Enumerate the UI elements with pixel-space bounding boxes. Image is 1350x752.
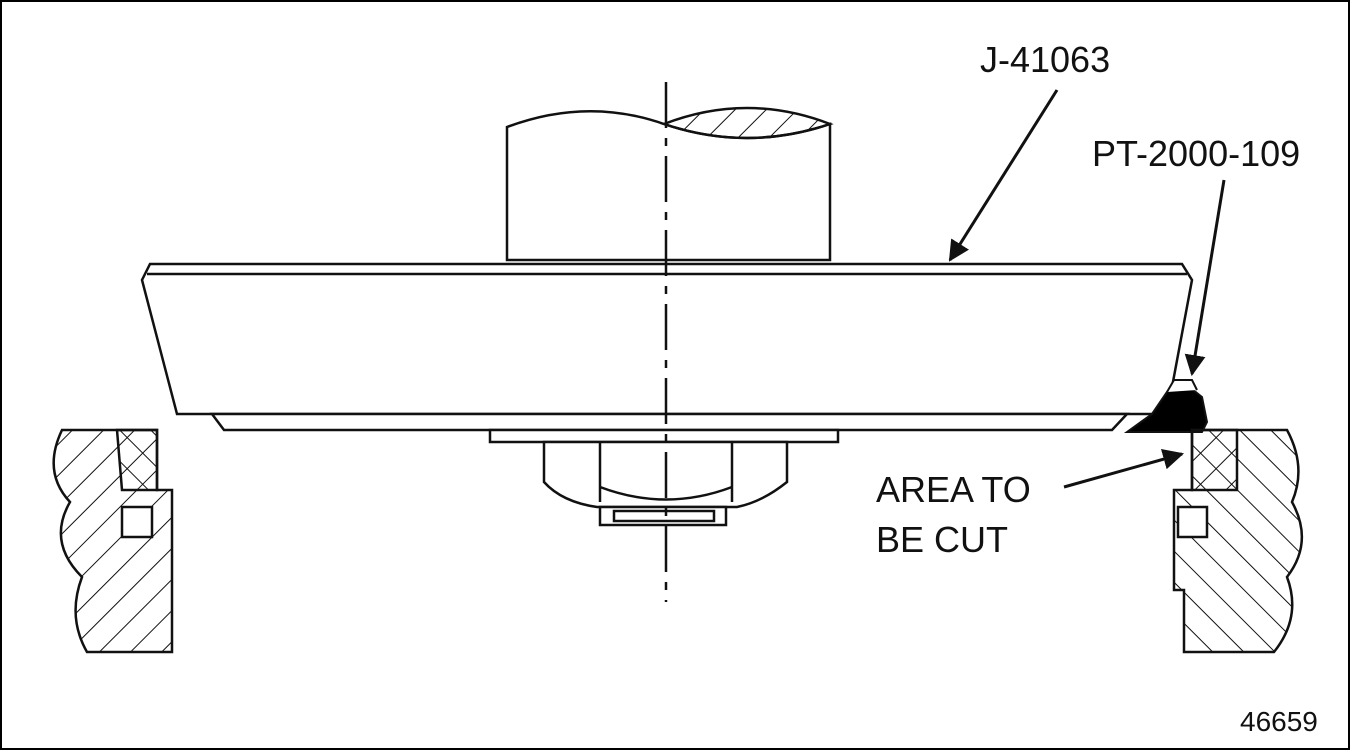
leader-tool <box>948 89 1059 262</box>
left-housing-section <box>52 428 174 654</box>
figure-number: 46659 <box>1240 706 1318 737</box>
area-to-be-cut-label-line1: AREA TO <box>876 469 1031 510</box>
shaft <box>505 106 834 262</box>
part-number-label: PT-2000-109 <box>1092 133 1301 174</box>
tool-number-label: J-41063 <box>980 39 1111 80</box>
leader-area <box>1063 448 1185 489</box>
right-housing-section <box>1172 428 1304 654</box>
leader-part <box>1184 179 1226 377</box>
leader-lines <box>948 89 1226 489</box>
nut-assembly <box>488 428 840 527</box>
area-to-be-cut-label-line2: BE CUT <box>876 519 1009 560</box>
